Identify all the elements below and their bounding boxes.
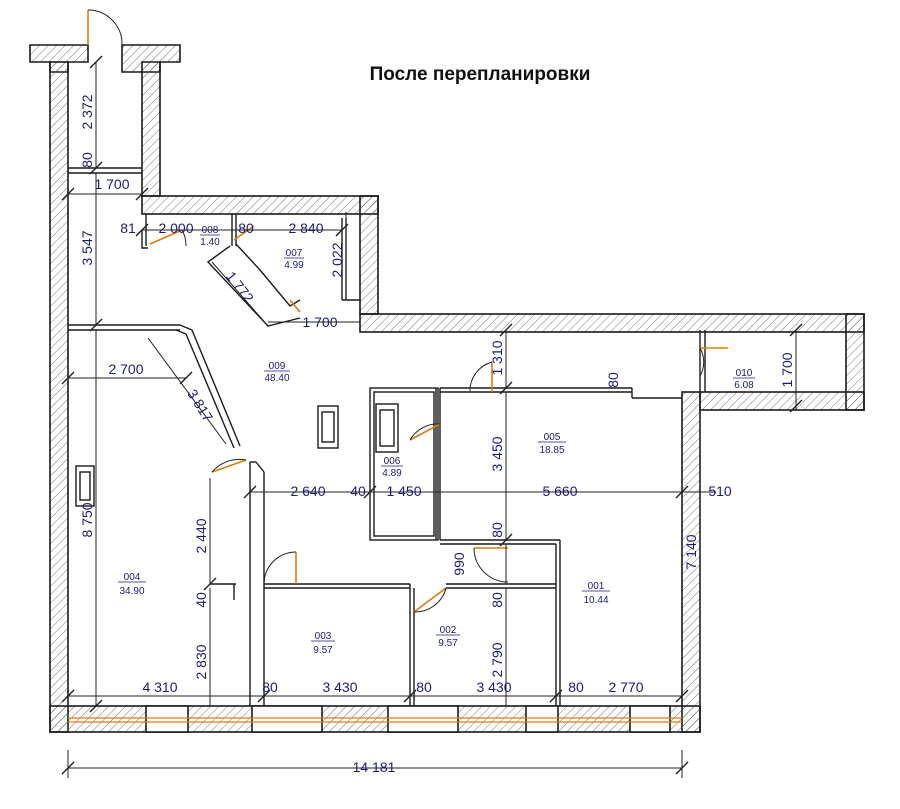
room-003-id: 003 xyxy=(315,631,332,642)
room-002: 002 9.57 xyxy=(436,625,460,649)
internal-walls xyxy=(68,167,706,706)
dim-7140: 7 140 xyxy=(683,534,699,569)
dim-80-b2: 80 xyxy=(416,679,432,695)
room-002-id: 002 xyxy=(440,625,457,636)
room-004-area: 34.90 xyxy=(119,586,144,597)
dim-990: 990 xyxy=(451,552,467,576)
dim-40-004: 40 xyxy=(193,592,209,608)
dim-80-b1: 80 xyxy=(262,679,278,695)
dim-510: 510 xyxy=(708,483,732,499)
dim-80-002: 80 xyxy=(489,592,505,608)
dim-80-005: 80 xyxy=(489,522,505,538)
plan-title: После перепланировки xyxy=(370,64,591,85)
room-003-area: 9.57 xyxy=(313,645,333,656)
dim-2790: 2 790 xyxy=(489,642,505,677)
room-004: 004 34.90 xyxy=(118,572,146,597)
dim-81: 81 xyxy=(120,220,136,236)
dim-80-010: 80 xyxy=(605,372,621,388)
dimension-lines xyxy=(61,55,803,778)
dim-4310: 4 310 xyxy=(142,679,177,695)
room-002-area: 9.57 xyxy=(438,638,458,649)
room-008: 008 1.40 xyxy=(200,225,220,248)
room-004-id: 004 xyxy=(124,572,141,583)
bottom-windows xyxy=(68,705,682,733)
dim-3430-a: 3 430 xyxy=(322,679,357,695)
doors xyxy=(87,9,728,613)
room-007-area: 4.99 xyxy=(284,260,304,271)
dim-1772: 1 772 xyxy=(223,268,257,306)
room-010-area: 6.08 xyxy=(734,380,754,391)
dim-2840: 2 840 xyxy=(288,220,323,236)
room-005-area: 18.85 xyxy=(539,445,564,456)
room-007: 007 4.99 xyxy=(284,248,304,271)
dim-1310: 1 310 xyxy=(489,340,505,375)
dim-1700-010: 1 700 xyxy=(779,352,795,387)
dim-2022: 2 022 xyxy=(329,242,345,277)
dim-80-b3: 80 xyxy=(568,679,584,695)
dim-2830: 2 830 xyxy=(193,644,209,679)
dim-2440: 2 440 xyxy=(193,518,209,553)
room-009-area: 48.40 xyxy=(264,373,289,384)
dim-40-mid: 40 xyxy=(350,483,366,499)
dim-1700-corridor: 1 700 xyxy=(94,176,129,192)
room-001-area: 10.44 xyxy=(583,595,608,606)
dim-2372: 2 372 xyxy=(79,94,95,129)
dim-1450: 1 450 xyxy=(386,483,421,499)
room-005-id: 005 xyxy=(544,432,561,443)
room-005: 005 18.85 xyxy=(538,432,566,456)
dimension-labels: 2 372 80 1 700 3 547 81 2 000 80 2 840 2… xyxy=(79,94,795,775)
room-010-id: 010 xyxy=(736,368,753,379)
dim-3817: 3 817 xyxy=(184,386,216,424)
room-labels: 008 1.40 007 4.99 009 48.40 010 6.08 005… xyxy=(118,225,755,656)
dim-80-corridor: 80 xyxy=(79,152,95,168)
room-001: 001 10.44 xyxy=(582,581,610,606)
room-008-area: 1.40 xyxy=(200,237,220,248)
room-006-id: 006 xyxy=(384,456,401,467)
dim-2000: 2 000 xyxy=(158,220,193,236)
room-010: 010 6.08 xyxy=(733,368,755,391)
room-006-area: 4.89 xyxy=(382,468,402,479)
dim-3450: 3 450 xyxy=(489,436,505,471)
dim-8750: 8 750 xyxy=(79,502,95,537)
dim-5660: 5 660 xyxy=(542,483,577,499)
room-001-id: 001 xyxy=(588,581,605,592)
room-003: 003 9.57 xyxy=(311,631,335,656)
room-009-id: 009 xyxy=(269,361,286,372)
dim-80-top: 80 xyxy=(238,220,254,236)
room-007-id: 007 xyxy=(286,248,303,259)
dim-3430-b: 3 430 xyxy=(476,679,511,695)
dim-2640: 2 640 xyxy=(290,483,325,499)
dim-1700-hall: 1 700 xyxy=(302,314,337,330)
room-008-id: 008 xyxy=(202,225,219,236)
dim-2700: 2 700 xyxy=(108,361,143,377)
room-006: 006 4.89 xyxy=(381,456,403,479)
dim-2770: 2 770 xyxy=(608,679,643,695)
room-009: 009 48.40 xyxy=(264,361,290,384)
dim-3547: 3 547 xyxy=(79,230,95,265)
dim-14181: 14 181 xyxy=(353,759,396,775)
